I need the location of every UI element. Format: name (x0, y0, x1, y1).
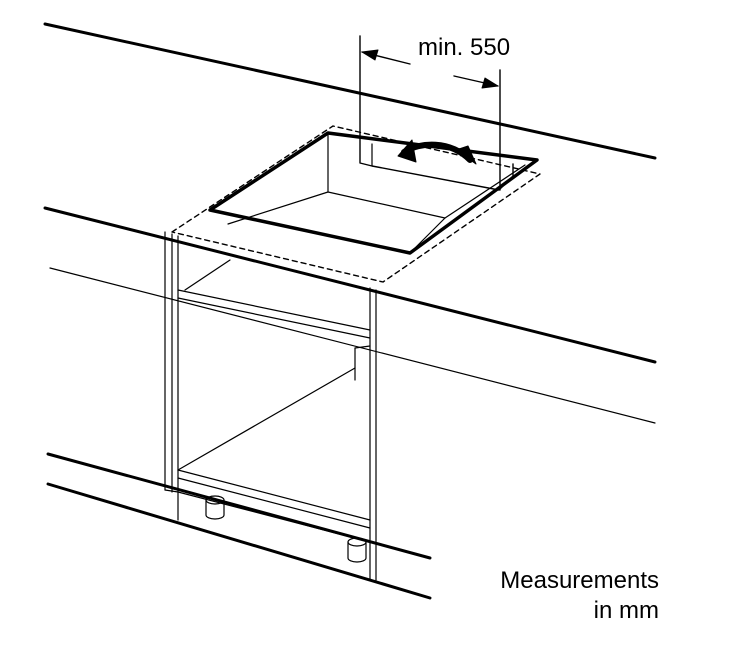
cutout-floor-edge (227, 191, 329, 225)
dimension-arrowhead-right-icon (481, 77, 499, 89)
cutout-opening (208, 131, 539, 255)
cabinet-feet (205, 495, 367, 563)
floor-line-lower (46, 482, 432, 600)
worktop-back-edge (43, 22, 657, 160)
dimension-arrowhead-left-icon (361, 49, 379, 61)
worktop-front-edge (43, 206, 657, 364)
direction-arrow-head-left-icon (397, 139, 417, 163)
base-cabinet (164, 231, 377, 581)
cutout-floor-front (409, 217, 446, 254)
direction-arrow-head-right-icon (455, 145, 477, 165)
dimension-label: min. 550 (418, 34, 511, 61)
hob-dashed-outline (171, 125, 541, 283)
cutout-back-wall (327, 132, 526, 219)
units-note-line-2: in mm (593, 597, 659, 624)
worktop-underside-edge (49, 267, 656, 424)
units-note: Measurements in mm (500, 566, 659, 626)
back-rail (359, 136, 514, 191)
units-note-line-1: Measurements (500, 567, 659, 594)
